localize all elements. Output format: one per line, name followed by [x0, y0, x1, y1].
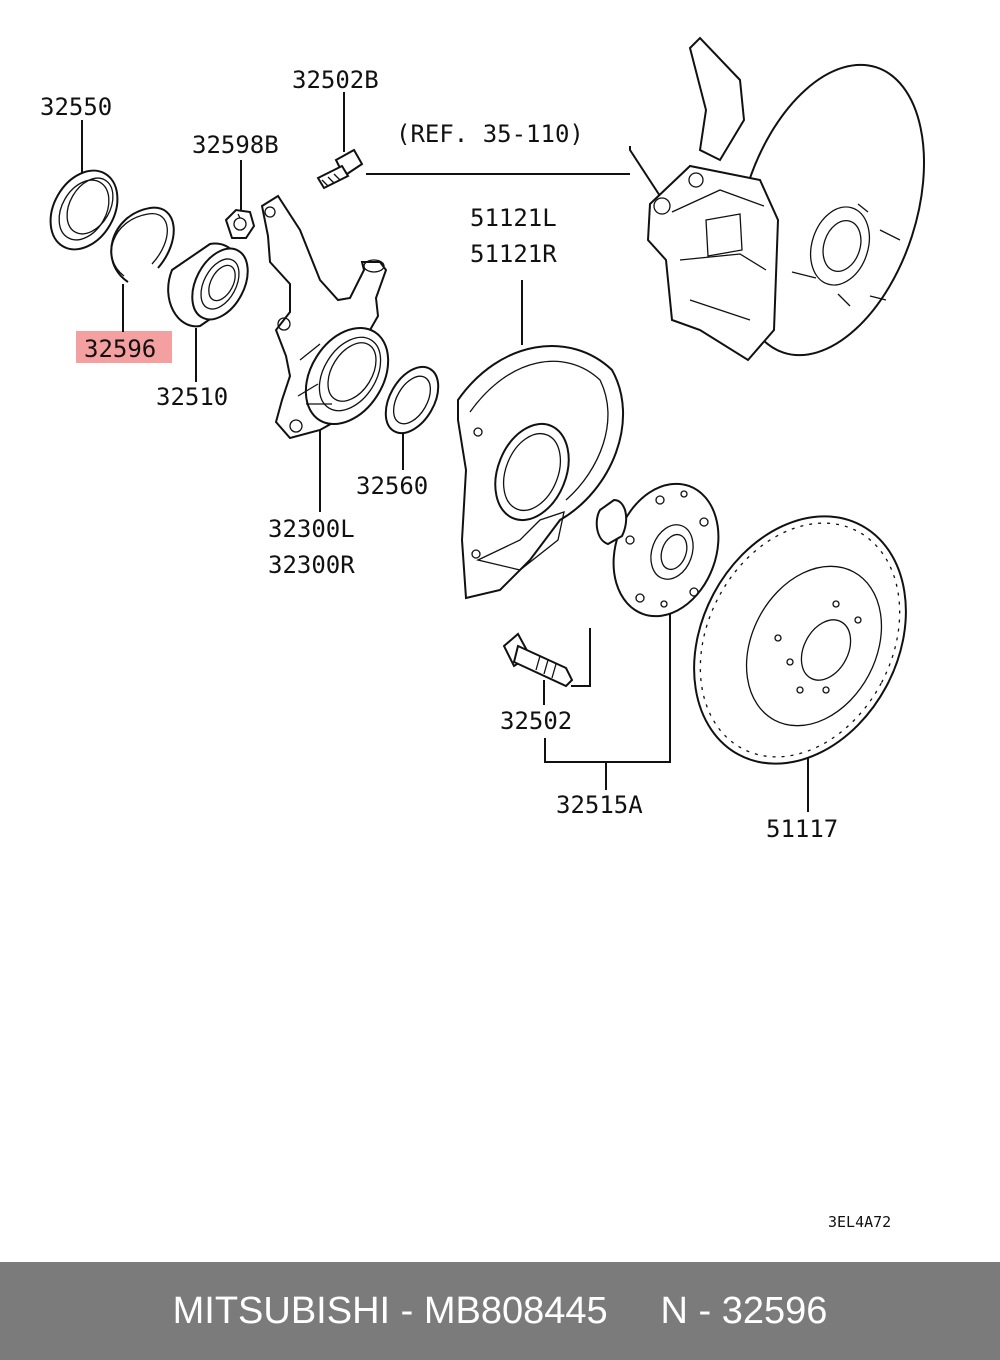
knuckle-32300	[260, 194, 390, 440]
label-32550: 32550	[40, 93, 112, 121]
label-32515A: 32515A	[556, 791, 643, 819]
brake-assembly-ref	[646, 36, 926, 362]
label-51117: 51117	[766, 815, 838, 843]
bearing-32510	[167, 242, 249, 328]
snap-ring-32596	[110, 206, 175, 283]
footer-part-number: MB808445	[423, 1289, 608, 1332]
footer-n-value: 32596	[721, 1289, 828, 1332]
wheel-stud-32502	[502, 632, 574, 688]
label-51121L: 51121L	[470, 204, 557, 232]
footer-gap	[608, 1290, 661, 1333]
label-32596: 32596	[84, 335, 156, 363]
footer-n-label: N	[660, 1289, 688, 1332]
footer-separator-2: -	[687, 1289, 722, 1332]
brake-disc-51117	[693, 515, 907, 765]
label-ref-35-110: (REF. 35-110)	[396, 120, 584, 148]
diagram-code: 3EL4A72	[828, 1213, 891, 1231]
bolt-32502B	[316, 148, 364, 190]
label-32598B: 32598B	[192, 131, 279, 159]
oil-seal-32550	[49, 169, 119, 251]
hub-32515A	[595, 482, 720, 618]
label-32502B: 32502B	[292, 66, 379, 94]
highlight-box	[76, 331, 172, 363]
label-32300R: 32300R	[268, 551, 355, 579]
parts-diagram: 32550 32502B 32598B (REF. 35-110) 51121L…	[40, 36, 926, 1231]
label-32560: 32560	[356, 472, 428, 500]
label-51121R: 51121R	[470, 240, 557, 268]
footer-separator: -	[390, 1289, 424, 1332]
label-32502: 32502	[500, 707, 572, 735]
seal-32560	[384, 365, 440, 435]
label-32510: 32510	[156, 383, 228, 411]
dust-cover-51121	[457, 345, 625, 600]
footer-bar: MITSUBISHI - MB808445 N - 32596	[0, 1262, 1000, 1360]
label-32300L: 32300L	[268, 515, 355, 543]
nut-32598B	[224, 208, 256, 239]
footer-brand: MITSUBISHI	[172, 1289, 391, 1332]
